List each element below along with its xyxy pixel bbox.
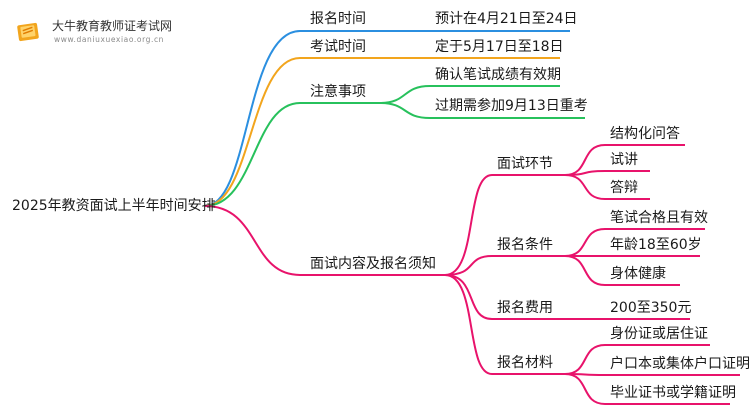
connector-leaf-4-2-3 (564, 255, 680, 286)
connector-sub-4-4 (444, 274, 565, 375)
connector-sub-4-3 (444, 274, 565, 320)
connector-leaf-4-1-1 (564, 144, 685, 176)
site-url: www.daniuxuexiao.org.cn (54, 35, 165, 44)
sub-registration-conditions: 报名条件 (497, 237, 553, 253)
leaf-note-validity: 确认笔试成绩有效期 (435, 67, 561, 83)
branch-exam-time: 考试时间 (310, 39, 366, 55)
leaf-note-retake: 过期需参加9月13日重考 (435, 98, 588, 114)
sub-registration-materials: 报名材料 (497, 355, 553, 371)
site-name: 大牛教育教师证考试网 (52, 19, 173, 33)
leaf-structured-qa: 结构化问答 (610, 126, 680, 142)
leaf-id-card: 身份证或居住证 (610, 326, 708, 342)
leaf-health: 身体健康 (610, 266, 666, 282)
leaf-written-passed: 笔试合格且有效 (610, 210, 708, 226)
connector-root-branch-1 (204, 30, 301, 207)
sub-registration-fee: 报名费用 (497, 300, 553, 316)
connector-root-branch-3 (204, 102, 301, 207)
branch-registration-time: 报名时间 (310, 11, 366, 27)
connector-leaf-4-4-2 (564, 373, 740, 376)
book-logo-icon (17, 22, 39, 42)
leaf-registration-date: 预计在4月21日至24日 (435, 11, 578, 27)
leaf-exam-date: 定于5月17日至18日 (435, 39, 564, 55)
leaf-defense: 答辩 (610, 180, 638, 196)
connector-leaf-3-1 (379, 85, 560, 104)
sub-interview-stages: 面试环节 (497, 156, 553, 172)
connector-leaf-4-4-3 (564, 373, 730, 405)
branch-interview-content: 面试内容及报名须知 (310, 256, 436, 272)
connector-sub-4-2 (444, 255, 565, 276)
leaf-diploma: 毕业证书或学籍证明 (610, 385, 736, 401)
leaf-fee-range: 200至350元 (610, 300, 692, 316)
connector-leaf-4-4-1 (564, 344, 710, 375)
connector-root-branch-4 (204, 205, 301, 276)
connector-leaf-3-2 (379, 102, 585, 119)
connector-root-branch-2 (204, 57, 301, 207)
connector-leaf-4-1-3 (564, 174, 650, 200)
leaf-age-range: 年龄18至60岁 (610, 237, 702, 253)
branch-notes: 注意事项 (310, 84, 366, 100)
root-topic: 2025年教资面试上半年时间安排 (12, 198, 216, 214)
leaf-trial-lecture: 试讲 (610, 152, 638, 168)
connector-sub-4-1 (444, 174, 565, 276)
leaf-household-register: 户口本或集体户口证明 (610, 356, 750, 372)
